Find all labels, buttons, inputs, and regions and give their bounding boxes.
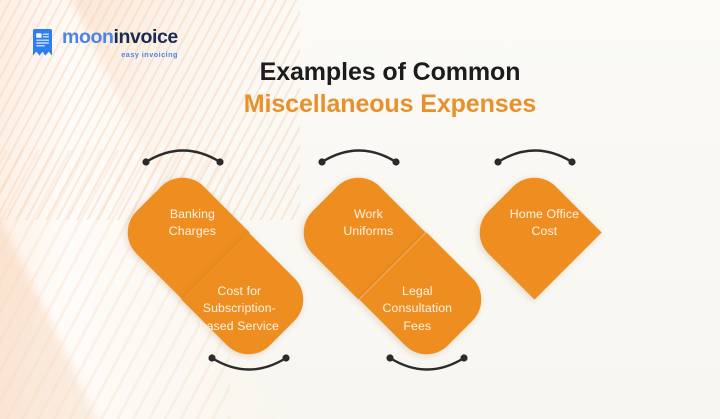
arc-dot: [142, 158, 150, 166]
arc-dot: [392, 158, 400, 166]
arc-dot: [494, 158, 502, 166]
node-label: Legal Consultation Fees: [382, 283, 453, 333]
page-title: Examples of Common Miscellaneous Expense…: [0, 57, 720, 121]
arc-below-node-4: [388, 356, 466, 371]
brand-wordmark: mooninvoice easy invoicing: [62, 26, 178, 59]
arc-dot: [460, 354, 468, 362]
node-label: Work Uniforms: [343, 206, 394, 238]
arc-dot: [282, 354, 290, 362]
node-label: Home Office Cost: [509, 206, 580, 238]
title-line-secondary: Miscellaneous Expenses: [243, 90, 537, 119]
arc-dot: [568, 158, 576, 166]
brand-name-invoice: invoice: [113, 26, 178, 48]
diagram-node-home-office-cost[interactable]: Home Office Cost: [467, 165, 602, 300]
brand-logo[interactable]: mooninvoice easy invoicing: [30, 26, 178, 59]
arc-above-node-1: [144, 149, 222, 164]
brand-tagline: easy invoicing: [121, 49, 178, 59]
arc-above-node-3: [320, 149, 398, 164]
arc-below-node-2: [210, 356, 288, 371]
arc-dot: [216, 158, 224, 166]
arc-dot: [318, 158, 326, 166]
brand-name-moon: moon: [62, 26, 114, 48]
node-label: Banking Charges: [168, 206, 216, 238]
brand-name: mooninvoice: [62, 26, 178, 48]
arc-above-node-5: [496, 149, 574, 164]
arc-dot: [208, 354, 216, 362]
title-line-primary: Examples of Common: [259, 58, 521, 86]
arc-dot: [386, 354, 394, 362]
node-label: Cost for Subscription- based Service: [199, 283, 279, 333]
invoice-document-icon: [33, 29, 52, 56]
